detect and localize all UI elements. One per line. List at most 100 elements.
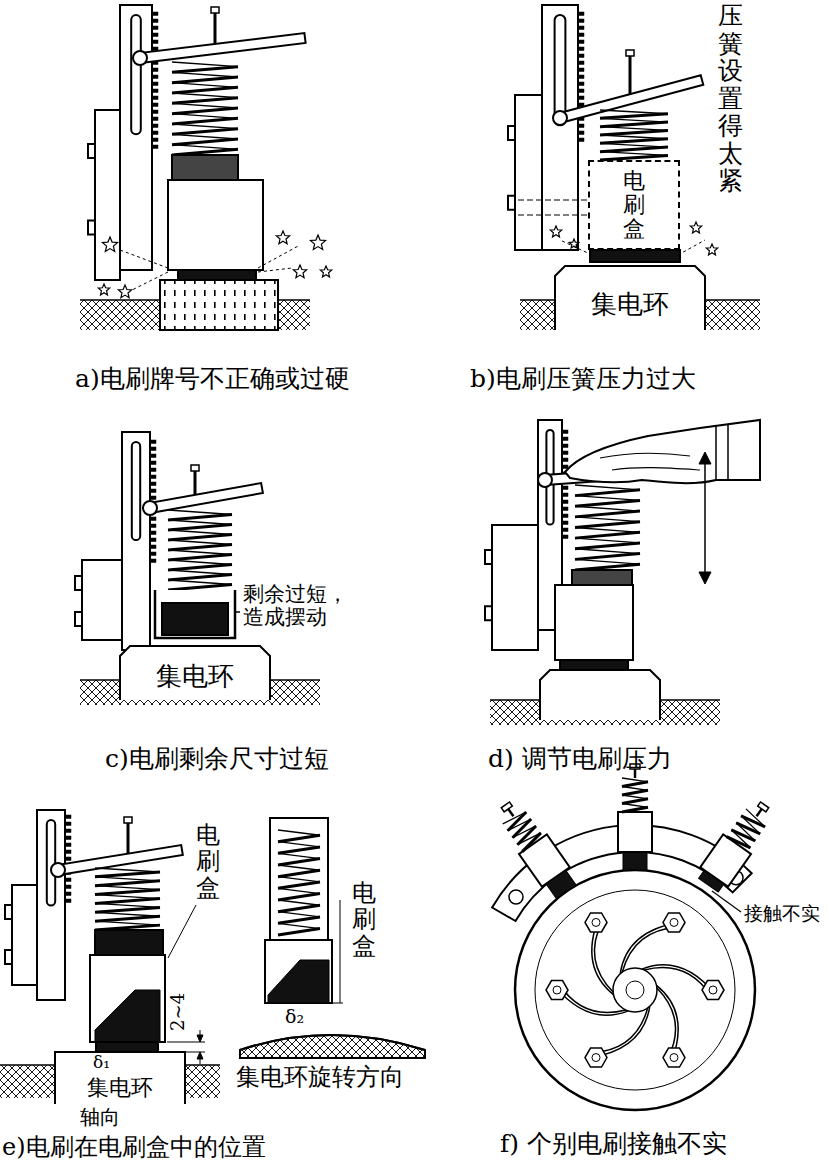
rack-tooth: [578, 12, 584, 16]
brush-box: [555, 585, 633, 660]
rack-tooth: [150, 531, 156, 535]
brush: [590, 250, 680, 262]
plate-slot: [132, 442, 140, 540]
spark-star: [550, 226, 561, 237]
rod-tip: [626, 50, 634, 56]
rack-tooth: [578, 68, 584, 72]
spark-star: [320, 266, 331, 277]
brush-box: [168, 180, 263, 270]
nut-hole: [670, 918, 678, 926]
spring-coil: [172, 67, 238, 73]
brush-box-inner: [155, 590, 235, 638]
sleeve-cuff: [716, 424, 728, 480]
slip-ring-body: 集电环: [120, 642, 270, 700]
plate-slot: [555, 15, 566, 125]
spring-coil: [622, 807, 648, 812]
rack-tooth: [65, 822, 71, 826]
plate-slot: [47, 820, 55, 906]
brush-holder: [694, 795, 778, 895]
spring-coil: [622, 782, 648, 787]
spring-coil-back: [575, 549, 640, 554]
panel-f-drawing: [491, 764, 778, 1110]
hub: [613, 968, 657, 1012]
spark-star: [690, 222, 701, 233]
spring-coil: [575, 490, 640, 496]
spring-coil: [168, 575, 232, 581]
spring-coil-back: [172, 145, 238, 150]
brush-holder: [491, 795, 580, 901]
rack-tooth: [562, 430, 568, 434]
bolt-head: [75, 612, 82, 626]
rack-tooth: [65, 829, 71, 833]
rack-tooth: [562, 528, 568, 532]
rack-tooth: [562, 458, 568, 462]
hex-nut: [702, 981, 724, 1000]
leader-line: [236, 611, 240, 613]
callout-note: 接触不实: [744, 903, 820, 924]
spring-coil: [168, 545, 232, 551]
nut-hole: [670, 1054, 678, 1062]
rack-tooth: [150, 475, 156, 479]
worn-brush: [162, 603, 228, 635]
rack-tooth: [578, 89, 584, 93]
rod-tip: [501, 802, 512, 812]
rod-tip: [211, 7, 219, 13]
rack-tooth: [150, 496, 156, 500]
dimension-extension: [167, 1042, 205, 1043]
brush-in-box: [95, 990, 160, 1042]
rack-tooth: [152, 138, 158, 142]
rack-tooth: [578, 82, 584, 86]
rack-tooth: [152, 12, 158, 16]
spring-coil-back: [172, 134, 238, 139]
spring-coil: [172, 98, 238, 104]
spring-coil: [278, 835, 320, 841]
part-label: 集电环: [591, 290, 669, 319]
brush-box: [700, 834, 751, 886]
rack-tooth: [152, 82, 158, 86]
rack-tooth: [150, 559, 156, 563]
brush-box: [519, 834, 570, 886]
lever-hook: [553, 111, 567, 125]
holder-plate: [122, 432, 150, 650]
dimension-arrow: [197, 1035, 203, 1042]
rack-tooth: [152, 40, 158, 44]
hub-inner: [626, 981, 644, 999]
rack-tooth: [578, 124, 584, 128]
spring-coil: [600, 130, 668, 135]
spring-coil: [172, 77, 238, 83]
spring-coil-back: [575, 559, 640, 564]
rack-tooth: [152, 19, 158, 23]
spark-star: [118, 285, 131, 298]
rack-tooth: [150, 538, 156, 542]
rack-tooth: [578, 138, 584, 142]
spring-coil: [95, 890, 160, 895]
panel-e-right-drawing: [240, 818, 425, 1058]
plate-slot: [131, 15, 141, 134]
panel-c-drawing: [75, 432, 320, 705]
spring-coil: [575, 511, 640, 517]
spring-coil: [172, 118, 238, 124]
rack-tooth: [578, 131, 584, 135]
spring-housing: [270, 818, 328, 940]
panel-caption: f) 个别电刷接触不实: [500, 1130, 727, 1158]
spring-coil: [575, 532, 640, 538]
spring-coil-back: [172, 72, 238, 77]
bolt-head: [75, 576, 82, 590]
rack-tooth: [65, 836, 71, 840]
brush-box: [618, 812, 652, 852]
pressure-lever: [57, 845, 183, 875]
rack-tooth: [152, 131, 158, 135]
spring-coil: [168, 515, 232, 521]
slip-ring: [160, 280, 278, 330]
spring-coil-back: [172, 114, 238, 119]
callout-note: 压簧设置得太紧: [718, 2, 743, 195]
rack-tooth: [150, 524, 156, 528]
rack-tooth: [578, 26, 584, 30]
holder-plate: [542, 5, 578, 250]
hidden-bolt-line: [518, 215, 588, 216]
rack-tooth: [578, 96, 584, 100]
rack-tooth: [150, 440, 156, 444]
spiral-lead: [622, 927, 677, 972]
nut-hole: [592, 918, 600, 926]
side-plate: [12, 885, 37, 985]
